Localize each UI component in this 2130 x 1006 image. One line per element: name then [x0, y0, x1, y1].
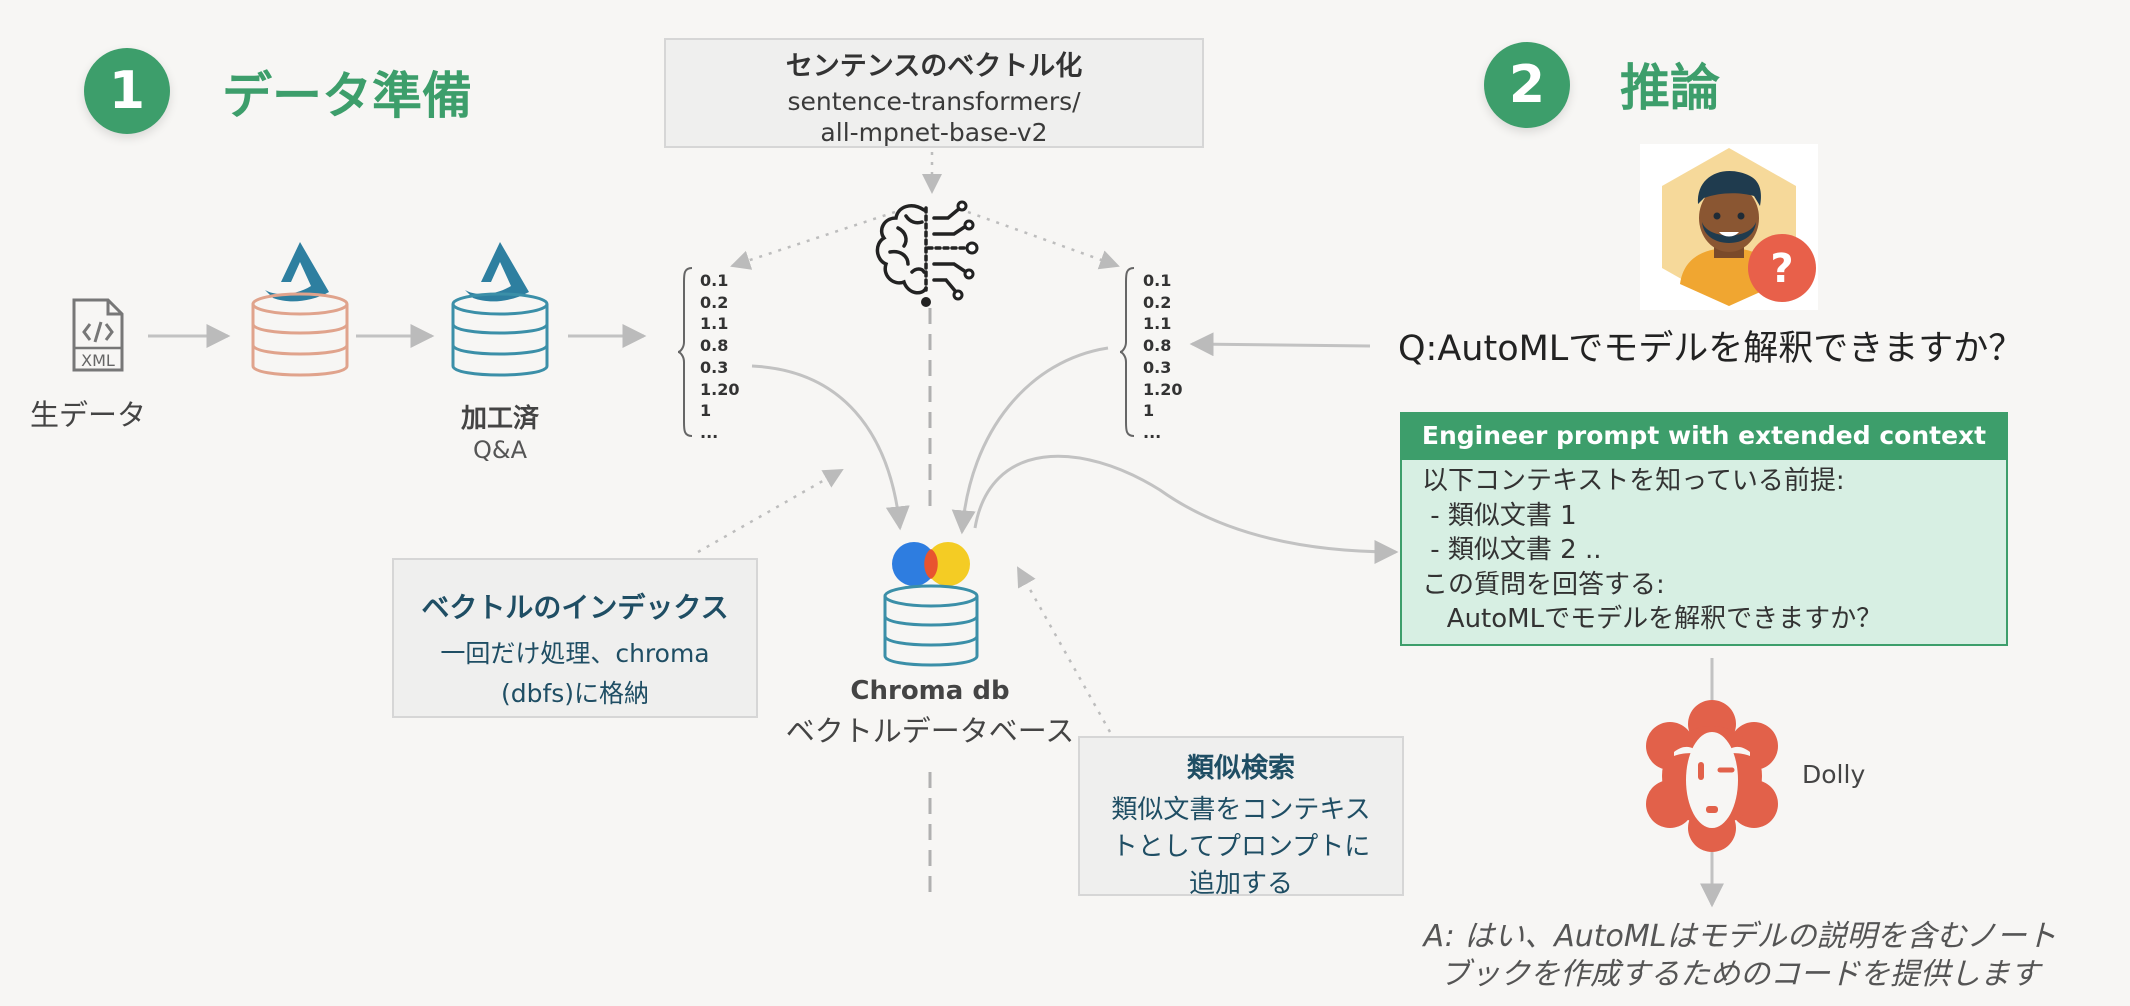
- vector-value: 0.8: [700, 336, 729, 356]
- arrow-brain-to-right-vector: [967, 210, 1120, 270]
- similarity-search-box: 類似検索 類似文書をコンテキス トとしてプロンプトに 追加する: [1078, 736, 1404, 899]
- embedding-model-box: センテンスのベクトル化 sentence-transformers/ all-m…: [664, 38, 1204, 148]
- prompt-line: この質問を回答する:: [1422, 569, 1665, 600]
- embedding-model-line2: all-mpnet-base-v2: [820, 118, 1048, 147]
- vector-right-values: 0.1 0.2 1.1 0.8 0.3 1.20 1 ...: [1143, 270, 1182, 444]
- vector-value: 0.2: [1143, 292, 1172, 312]
- embedding-model-line1: sentence-transformers/: [787, 87, 1081, 116]
- chroma-subtitle: ベクトルデータベース: [785, 714, 1075, 748]
- processed-database-icon: [451, 242, 549, 377]
- prompt-body: 以下コンテキストを知っている前提: - 類似文書 1 - 類似文書 2 .. こ…: [1402, 460, 2006, 641]
- vector-value: 0.1: [1143, 271, 1172, 290]
- vector-value: ...: [700, 422, 719, 442]
- vector-value: 1: [700, 401, 712, 421]
- vector-value: 1.20: [1143, 379, 1183, 399]
- answer-line1: A: はい、AutoMLはモデルの説明を含むノート: [1423, 919, 2057, 954]
- xml-file-icon: [72, 298, 124, 372]
- prompt-line: - 類似文書 1: [1422, 500, 1577, 531]
- processed-subtitle: Q&A: [472, 436, 528, 464]
- xml-file-label: XML: [81, 351, 115, 370]
- question-badge-icon: ?: [1748, 234, 1816, 302]
- index-box-title: ベクトルのインデックス: [421, 591, 729, 624]
- search-box-line1: 類似文書をコンテキス: [1111, 795, 1371, 825]
- processed-title: 加工済: [460, 404, 539, 434]
- vector-value: 0.2: [700, 292, 729, 312]
- databricks-logo-icon: [265, 242, 329, 302]
- vector-value: 1.1: [700, 314, 729, 334]
- vector-value: 1.20: [700, 379, 740, 399]
- index-box-line2: (dbfs)に格納: [500, 679, 650, 708]
- engineered-prompt-box: Engineer prompt with extended context 以下…: [1400, 412, 2008, 646]
- user-question: Q:AutoMLでモデルを解釈できますか？: [1398, 329, 2024, 369]
- brain-network-icon: [875, 200, 979, 307]
- chroma-db-icon: [883, 542, 979, 667]
- vector-left-brace: [677, 267, 693, 437]
- arrow-question-to-vector: [1189, 332, 1371, 357]
- prompt-line: AutoMLでモデルを解釈できますか？: [1422, 604, 1883, 634]
- step-2-badge: 2: [1484, 42, 1570, 128]
- arrow-search-note: [1016, 566, 1112, 733]
- search-box-line3: 追加する: [1188, 869, 1293, 899]
- vector-value: 0.3: [1143, 357, 1172, 377]
- answer-text: A: はい、AutoMLはモデルの説明を含むノート ブックを作成するためのコード…: [1360, 918, 2120, 994]
- vector-value: ...: [1143, 422, 1162, 442]
- vector-index-box: ベクトルのインデックス 一回だけ処理、chroma (dbfs)に格納: [392, 558, 758, 718]
- vector-value: 0.1: [700, 271, 729, 290]
- answer-line2: ブックを作成するためのコードを提供します: [1440, 957, 2040, 992]
- arrow-vector-right-to-chroma: [951, 346, 1109, 535]
- vector-value: 0.8: [1143, 336, 1172, 356]
- vector-value: 1.1: [1143, 314, 1172, 334]
- vector-right-brace: [1119, 267, 1135, 437]
- embedding-title: センテンスのベクトル化: [785, 51, 1083, 82]
- vector-value: 1: [1143, 401, 1155, 421]
- step-1-badge: 1: [84, 48, 170, 134]
- svg-text:?: ?: [1770, 246, 1793, 292]
- prompt-line: 以下コンテキストを知っている前提:: [1422, 466, 1845, 496]
- chroma-logo-icon: [892, 542, 970, 586]
- section-1-title: データ準備: [222, 67, 472, 125]
- raw-database-icon: [251, 242, 349, 377]
- search-box-line2: トとしてプロンプトに: [1111, 832, 1371, 862]
- arrow-index-note: [697, 468, 844, 554]
- index-box-line1: 一回だけ処理、chroma: [440, 639, 710, 668]
- dolly-label: Dolly: [1802, 760, 1866, 789]
- vector-value: 0.3: [700, 357, 729, 377]
- vector-left-values: 0.1 0.2 1.1 0.8 0.3 1.20 1 ...: [700, 270, 739, 444]
- section-2-title: 推論: [1620, 59, 1720, 117]
- search-box-title: 類似検索: [1187, 753, 1295, 784]
- arrow-chroma-to-prompt: [973, 454, 1399, 564]
- raw-data-label: 生データ: [30, 398, 147, 432]
- prompt-line: - 類似文書 2 ..: [1422, 535, 1602, 565]
- prompt-header: Engineer prompt with extended context: [1402, 414, 2006, 460]
- chroma-title: Chroma db: [850, 676, 1010, 706]
- arrow-vector-left-to-chroma: [751, 364, 910, 531]
- dolly-sheep-icon: [1646, 700, 1778, 852]
